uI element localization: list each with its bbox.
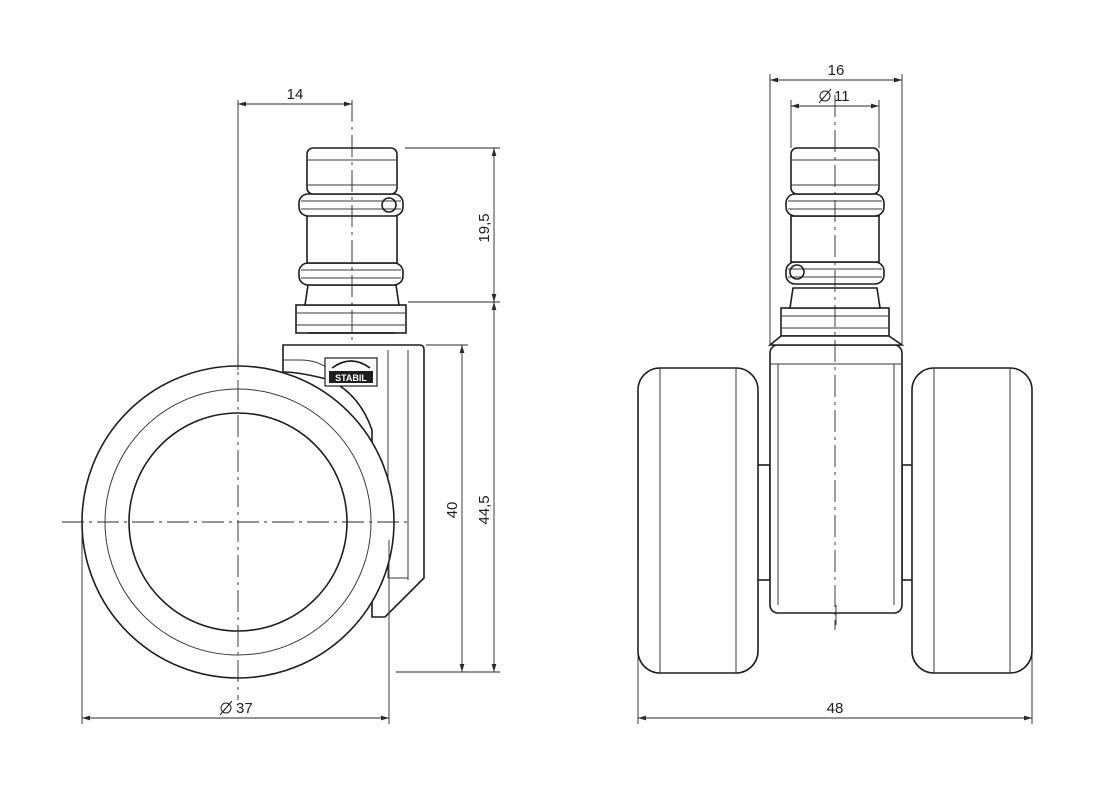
- fork-housing: [282, 344, 425, 618]
- dimension-wheel-diameter: 37: [81, 530, 390, 724]
- stem-side: [295, 147, 407, 334]
- dimension-axle-height: 40: [396, 344, 500, 673]
- dim-total-width: 48: [827, 700, 844, 717]
- dimension-total-height: 44,5: [476, 302, 497, 672]
- front-housing: [769, 344, 903, 614]
- stem-front: [767, 147, 905, 346]
- front-stem-base: [767, 335, 905, 346]
- dim-stem-diameter: 11: [834, 88, 850, 105]
- wheel-right: [911, 367, 1033, 674]
- stem-groove-ring-upper: [298, 193, 404, 217]
- dim-housing-width: 16: [828, 62, 845, 79]
- dimension-stem-diameter: 11: [790, 88, 880, 148]
- wheel-left: [637, 367, 759, 674]
- dim-total-height: 44,5: [476, 495, 493, 524]
- fork-inner-line: [283, 359, 331, 371]
- front-view: 16 11 48: [637, 62, 1033, 724]
- dimension-stem-offset: 14: [237, 86, 352, 370]
- dimension-stem-length: 19,5: [405, 147, 500, 303]
- dimension-housing-width: 16: [769, 62, 903, 345]
- stem-groove-ring-lower: [298, 262, 404, 286]
- dim-wheel-diameter: 37: [236, 700, 253, 717]
- diameter-symbol-icon-front: [818, 88, 832, 104]
- stabil-logo: STABIL: [324, 357, 378, 387]
- dim-axle-height: 40: [444, 502, 461, 519]
- front-retaining-ring-end: [789, 264, 805, 280]
- dimension-total-width: 48: [637, 560, 1033, 724]
- stem-collar: [295, 304, 407, 334]
- side-view: STABIL 14: [62, 86, 500, 724]
- dim-stem-length: 19,5: [476, 213, 493, 242]
- logo-text: STABIL: [335, 373, 367, 383]
- retaining-ring-end: [381, 197, 397, 213]
- dim-stem-offset: 14: [287, 86, 304, 103]
- diameter-symbol-icon: [219, 700, 233, 716]
